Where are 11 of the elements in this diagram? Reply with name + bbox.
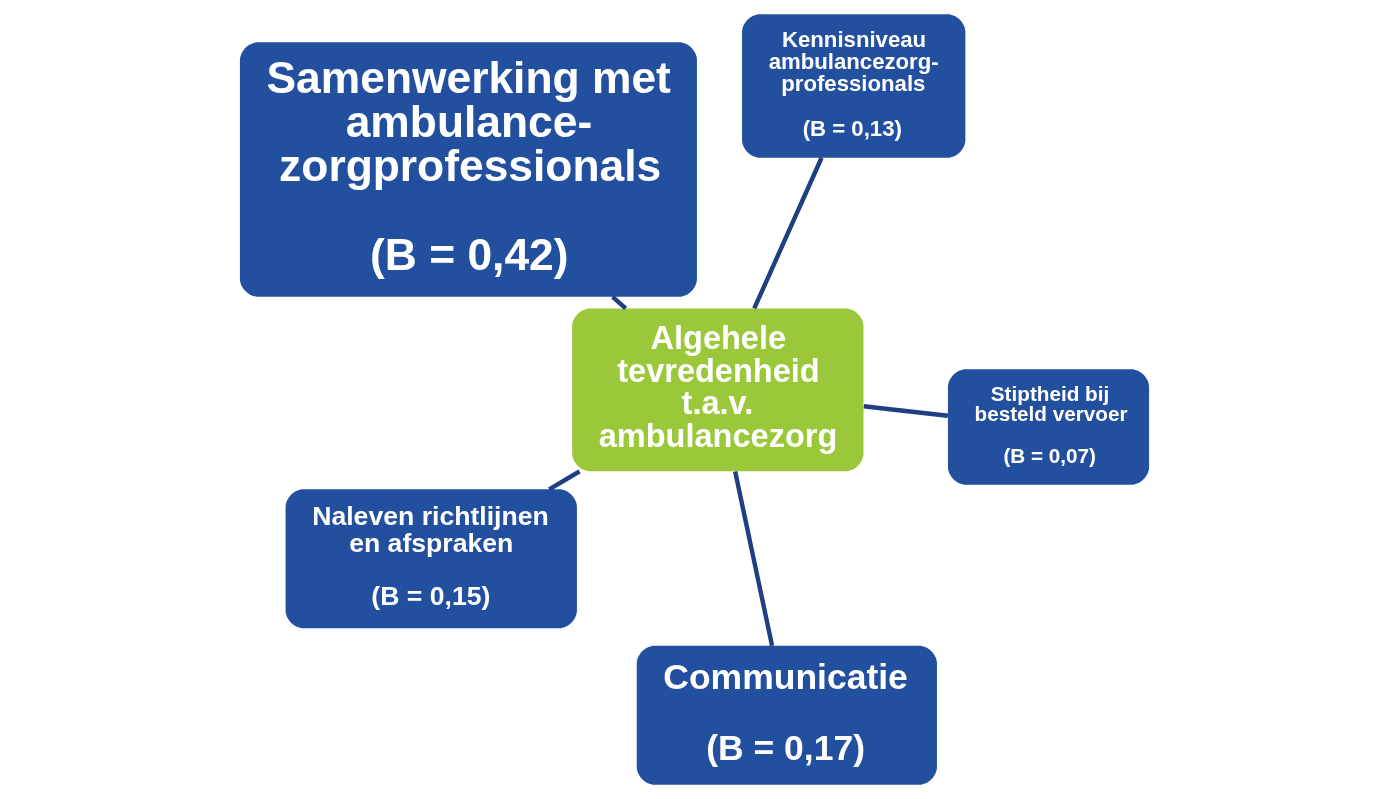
node-box: Samenwerking met ambulance- zorgprofessionals (B = 0,42) <box>239 42 697 297</box>
connector <box>752 156 824 310</box>
node-box: Algehele tevredenheid t.a.v. ambulancezorg <box>572 308 864 472</box>
node-box: Kennisniveau ambulancezorg- professionals (B = 0,13) <box>742 14 966 158</box>
connector <box>733 471 775 647</box>
connector <box>863 404 949 418</box>
connector <box>611 295 628 311</box>
node-box: Stiptheid bij besteld vervoer (B = 0,07) <box>947 369 1150 485</box>
connector <box>548 469 581 492</box>
node-box: Communicatie (B = 0,17) <box>636 645 937 785</box>
node-box: Naleven richtlijnen en afspraken (B = 0,15) <box>285 489 577 629</box>
